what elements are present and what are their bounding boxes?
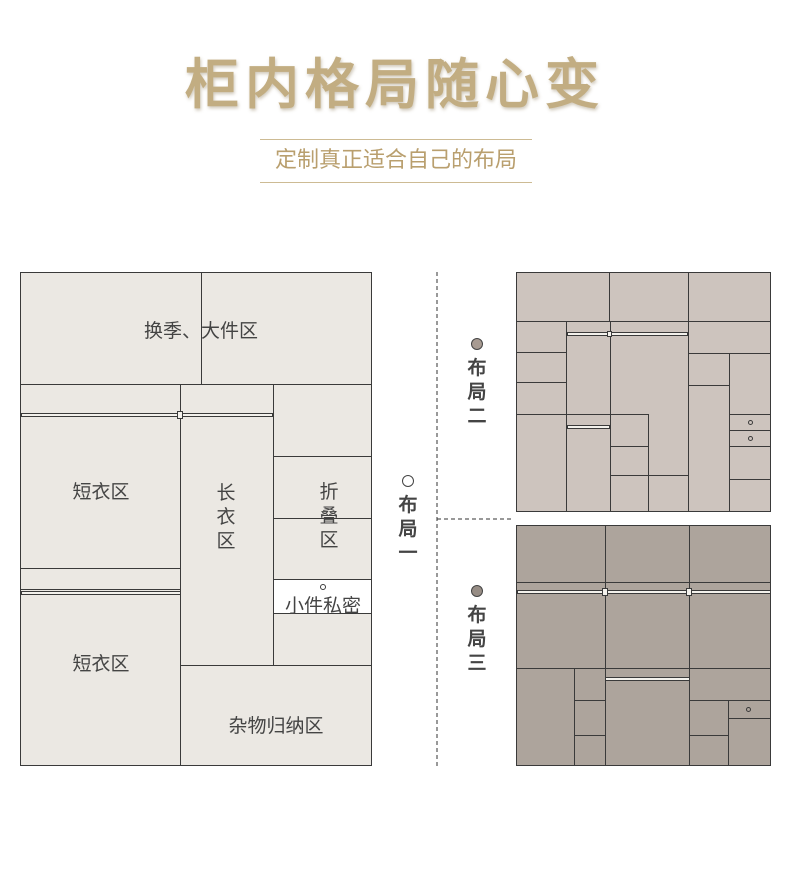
shelf bbox=[688, 385, 730, 512]
layout-two-text: 布局二 bbox=[467, 358, 487, 427]
page-title: 柜内格局随心变 bbox=[185, 52, 605, 116]
hanging-rod bbox=[517, 590, 771, 594]
short-coat-label-lower: 短衣区 bbox=[72, 654, 130, 675]
top-shelf bbox=[516, 525, 606, 583]
short-coat-zone-lower bbox=[20, 589, 181, 766]
hanging-rod bbox=[567, 332, 688, 336]
lower-section bbox=[516, 668, 575, 766]
rod-bracket bbox=[177, 411, 183, 419]
drawer-knob bbox=[748, 436, 753, 441]
drawer bbox=[574, 700, 606, 736]
right-bottom-cell bbox=[273, 613, 372, 666]
layout-two-label: 布局二 bbox=[465, 357, 489, 429]
drawer-knob bbox=[746, 707, 751, 712]
hanging-rod bbox=[605, 677, 690, 681]
shelf bbox=[729, 353, 771, 415]
shelf bbox=[574, 668, 606, 701]
drawer-knob bbox=[748, 420, 753, 425]
top-shelf bbox=[605, 525, 690, 583]
shelf bbox=[729, 479, 771, 512]
top-shelf bbox=[609, 272, 689, 322]
drawer bbox=[574, 735, 606, 766]
dashed-divider bbox=[436, 272, 512, 768]
shelf bbox=[516, 382, 567, 415]
hanging-rod bbox=[21, 591, 181, 595]
long-coat-label: 长衣区 bbox=[216, 483, 236, 552]
hang-section bbox=[516, 582, 606, 669]
layout-three-wardrobe bbox=[516, 525, 771, 766]
hanging-rod bbox=[21, 413, 181, 417]
shelf bbox=[688, 353, 730, 386]
rod-bracket bbox=[607, 331, 612, 337]
drawer bbox=[689, 700, 729, 736]
rod-bracket bbox=[686, 588, 692, 596]
layout-three-marker bbox=[471, 585, 483, 597]
layout-one-marker bbox=[402, 475, 414, 487]
layout-one-wardrobe: 换季、大件区 短衣区 长衣区 折叠区 小件私密 短衣区 杂物归纳区 bbox=[20, 272, 372, 766]
misc-zone-label: 杂物归纳区 bbox=[228, 716, 324, 737]
private-drawer-knob bbox=[320, 584, 326, 590]
shelf bbox=[729, 446, 771, 480]
shelf bbox=[728, 718, 771, 766]
layout-three-text: 布局三 bbox=[467, 605, 487, 674]
hanging-rod bbox=[567, 425, 610, 429]
layout-one-label: 布局一 bbox=[396, 494, 420, 566]
shelf bbox=[516, 414, 567, 512]
shelf bbox=[516, 352, 567, 383]
layout-one-text: 布局一 bbox=[398, 495, 418, 564]
fold-zone-label: 折叠区 bbox=[319, 482, 339, 551]
page-subtitle: 定制真正适合自己的布局 bbox=[274, 147, 517, 172]
subtitle-frame: 定制真正适合自己的布局 bbox=[260, 139, 532, 183]
shelf bbox=[648, 475, 689, 512]
seasonal-zone-label: 换季、大件区 bbox=[143, 321, 258, 342]
shelf bbox=[610, 446, 649, 512]
short-coat-shelf bbox=[20, 568, 181, 590]
top-shelf bbox=[688, 272, 771, 322]
top-shelf bbox=[689, 525, 771, 583]
fold-zone-top bbox=[273, 384, 372, 457]
layout-three-label: 布局三 bbox=[465, 604, 489, 676]
misc-zone bbox=[180, 665, 372, 766]
hanging-rod bbox=[178, 413, 273, 417]
shelf bbox=[516, 321, 567, 353]
private-zone-label: 小件私密 bbox=[284, 596, 361, 617]
rod-bracket bbox=[602, 588, 608, 596]
hang-section bbox=[689, 582, 771, 669]
shelf bbox=[689, 668, 771, 701]
hang-section bbox=[605, 582, 690, 669]
short-coat-label: 短衣区 bbox=[72, 482, 130, 503]
hang-section bbox=[605, 668, 690, 766]
drawer bbox=[689, 735, 729, 766]
drawer bbox=[610, 414, 649, 447]
shelf bbox=[688, 321, 771, 354]
top-shelf bbox=[516, 272, 610, 322]
layout-two-marker bbox=[471, 338, 483, 350]
layout-two-wardrobe bbox=[516, 272, 771, 512]
